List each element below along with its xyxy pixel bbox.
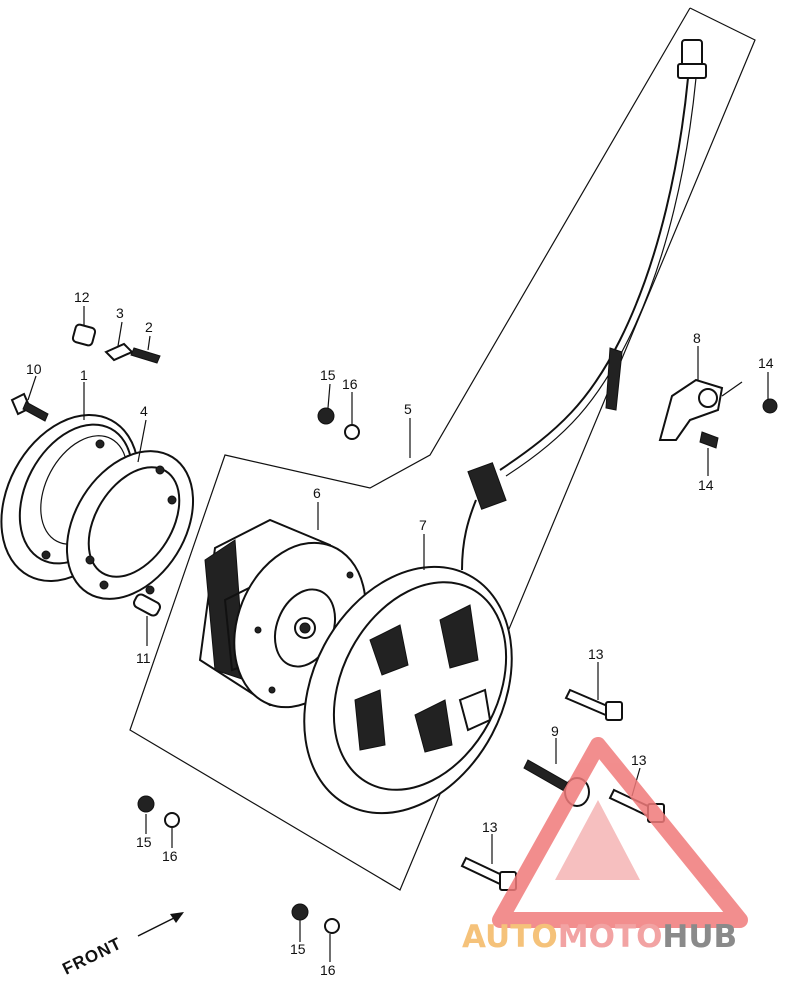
front-arrow-head (170, 912, 184, 923)
callout-14-lower: 14 (698, 477, 714, 493)
part-14-screws (699, 398, 778, 449)
part-10-bolt (10, 392, 49, 422)
callout-10: 10 (26, 361, 42, 377)
part-2-screw (130, 347, 161, 364)
leader-lines (27, 306, 769, 962)
callout-8: 8 (693, 330, 701, 346)
callout-15-top: 15 (320, 367, 336, 383)
watermark-inner-triangle (555, 800, 640, 880)
callout-2: 2 (145, 319, 153, 335)
part-7-stator (303, 565, 513, 815)
callout-11: 11 (136, 650, 151, 666)
wire-harness (461, 39, 707, 571)
part-15-nuts (137, 407, 335, 921)
callout-16-left: 16 (162, 848, 178, 864)
callout-1: 1 (80, 367, 88, 383)
callout-labels: 12 3 2 10 1 4 11 15 16 5 6 7 8 14 14 13 … (26, 289, 774, 978)
callout-6: 6 (313, 485, 321, 501)
callout-15-left: 15 (136, 834, 152, 850)
callout-15-bottom: 15 (290, 941, 306, 957)
callout-16-top: 16 (342, 376, 358, 392)
part-12-dowel (71, 323, 97, 347)
assembly-outline (129, 7, 756, 891)
callout-3: 3 (116, 305, 124, 321)
callout-14-right: 14 (758, 355, 774, 371)
callout-13-right: 13 (631, 752, 647, 768)
watermark-logo (492, 737, 748, 928)
callout-12: 12 (74, 289, 90, 305)
watermark-moto: MOTO (558, 919, 663, 955)
callout-4: 4 (140, 403, 148, 419)
watermark-triangle (492, 737, 748, 928)
watermark-text: AUTOMOTOHUB (462, 919, 737, 955)
callout-7: 7 (419, 517, 427, 533)
part-11-dowel (132, 593, 162, 617)
part-16-washers (164, 424, 360, 934)
callout-5: 5 (404, 401, 412, 417)
part-4-gasket (65, 450, 195, 600)
watermark-auto: AUTO (462, 919, 558, 955)
front-label: FRONT (59, 934, 124, 979)
callout-16-bottom: 16 (320, 962, 336, 978)
part-3-key (104, 342, 134, 362)
part-6-rotor (198, 518, 367, 709)
part-8-pickup (658, 378, 743, 441)
front-indicator: FRONT (59, 912, 184, 979)
callout-9: 9 (551, 723, 559, 739)
callout-13-upper: 13 (588, 646, 604, 662)
callout-13-lower: 13 (482, 819, 498, 835)
watermark-hub: HUB (662, 919, 737, 955)
